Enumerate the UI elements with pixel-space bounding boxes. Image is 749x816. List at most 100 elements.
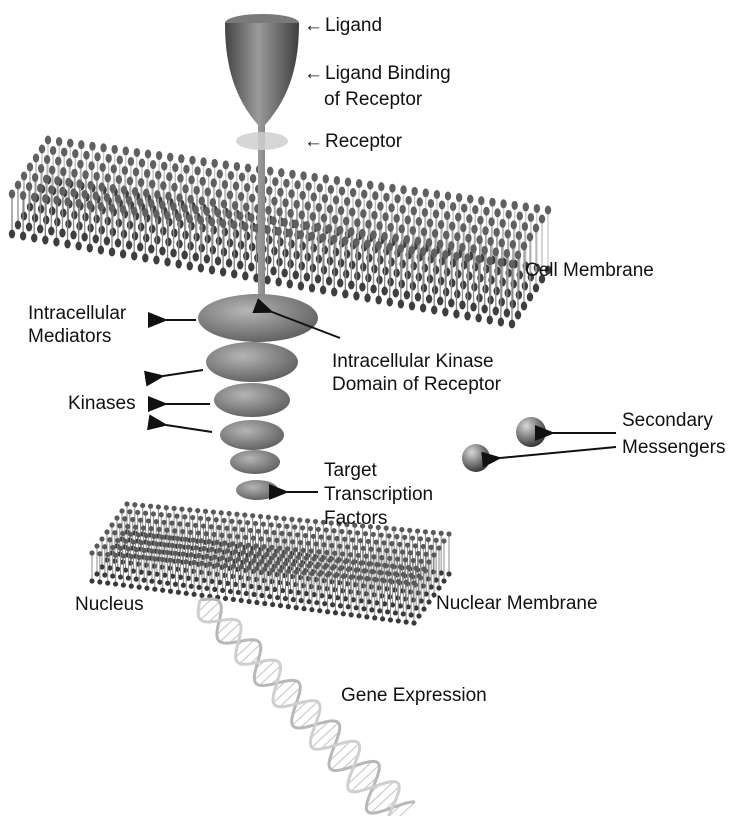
lipid-head <box>114 515 119 520</box>
lipid-head <box>270 602 275 607</box>
lipid-head <box>381 287 387 296</box>
lipid-head <box>533 284 539 293</box>
lipid-head <box>471 283 477 292</box>
lipid-head <box>399 205 405 214</box>
lipid-head <box>81 233 87 242</box>
lipid-head <box>165 550 170 555</box>
lipid-head <box>148 245 154 254</box>
lipid-head <box>334 536 339 541</box>
lipid-head <box>309 232 315 241</box>
lipid-head <box>65 178 71 187</box>
lipid-head <box>126 575 131 580</box>
lipid-head <box>315 275 321 284</box>
lipid-head <box>250 513 255 518</box>
lipid-head <box>199 561 204 566</box>
lipid-head <box>477 216 483 225</box>
lipid-head <box>309 571 314 576</box>
lipid-head <box>9 190 15 199</box>
lipid-head <box>242 512 247 517</box>
lipid-head <box>149 225 155 234</box>
lipid-head <box>411 558 416 563</box>
lipid-head <box>94 571 99 576</box>
lipid-head <box>387 223 393 232</box>
lipid-head <box>187 214 193 223</box>
label-secondary-2: Messengers <box>622 436 726 459</box>
lipid-head <box>204 554 209 559</box>
lipid-head <box>104 193 110 202</box>
lipid-head <box>209 218 215 227</box>
lipid-head <box>264 529 269 534</box>
lipid-head <box>105 154 111 163</box>
lipid-head <box>160 227 166 236</box>
lipid-head <box>509 260 515 269</box>
lipid-head <box>465 234 471 243</box>
lipid-head <box>282 198 288 207</box>
lipid-head <box>225 548 230 553</box>
lipid-head <box>426 295 432 304</box>
lipid-head <box>410 282 416 291</box>
lipid-head <box>341 574 346 579</box>
lipid-head <box>203 509 208 514</box>
lipid-head <box>264 552 269 557</box>
lipid-head <box>493 247 499 256</box>
mediator-disk <box>198 294 318 342</box>
lipid-head <box>99 536 104 541</box>
lipid-head <box>337 544 342 549</box>
lipid-head <box>110 184 116 193</box>
lipid-head <box>327 257 333 266</box>
lipid-head <box>277 545 282 550</box>
lipid-head <box>178 154 184 163</box>
lipid-head <box>107 537 112 542</box>
lipid-head <box>396 579 401 584</box>
lipid-head <box>83 151 89 160</box>
lipid-head <box>154 542 159 547</box>
lipid-head <box>226 210 232 219</box>
lipid-head <box>159 512 164 517</box>
lipid-head <box>82 213 88 222</box>
lipid-head <box>510 240 516 249</box>
lipid-head <box>337 279 343 288</box>
label-target-tf-1: Target <box>324 459 377 482</box>
lipid-head <box>126 241 132 250</box>
lipid-head <box>385 570 390 575</box>
lipid-head <box>466 214 472 223</box>
lipid-head <box>289 517 294 522</box>
lipid-head <box>304 555 309 560</box>
lipid-head <box>211 532 216 537</box>
lipid-head <box>299 262 305 271</box>
lipid-head <box>27 203 33 212</box>
lipid-head <box>521 242 527 251</box>
lipid-head <box>427 275 433 284</box>
lipid-head <box>132 187 138 196</box>
lipid-head <box>381 540 386 545</box>
lipid-head <box>375 241 381 250</box>
lipid-head <box>498 258 504 267</box>
lipid-head <box>487 237 493 246</box>
lipid-head <box>374 562 379 567</box>
lipid-head <box>187 262 193 271</box>
lipid-head <box>182 184 188 193</box>
lipid-head <box>209 266 215 275</box>
lipid-head <box>210 198 216 207</box>
lipid-head <box>326 224 332 233</box>
lipid-head <box>245 164 251 173</box>
lipid-head <box>413 543 418 548</box>
lipid-head <box>426 537 431 542</box>
lipid-head <box>460 223 466 232</box>
lipid-head <box>510 300 516 309</box>
lipid-head <box>270 267 276 276</box>
lipid-head <box>77 160 83 169</box>
lipid-head <box>189 584 194 589</box>
lipid-head <box>437 297 443 306</box>
lipid-head <box>376 276 382 285</box>
label-nucleus: Nucleus <box>75 593 144 616</box>
lipid-head <box>232 250 238 259</box>
lipid-head <box>431 306 437 315</box>
lipid-head <box>243 252 249 261</box>
lipid-head <box>288 554 293 559</box>
ligand-cone <box>225 23 299 300</box>
lipid-head <box>308 526 313 531</box>
lipid-head <box>229 519 234 524</box>
lipid-head <box>226 259 232 268</box>
lipid-head <box>253 521 258 526</box>
